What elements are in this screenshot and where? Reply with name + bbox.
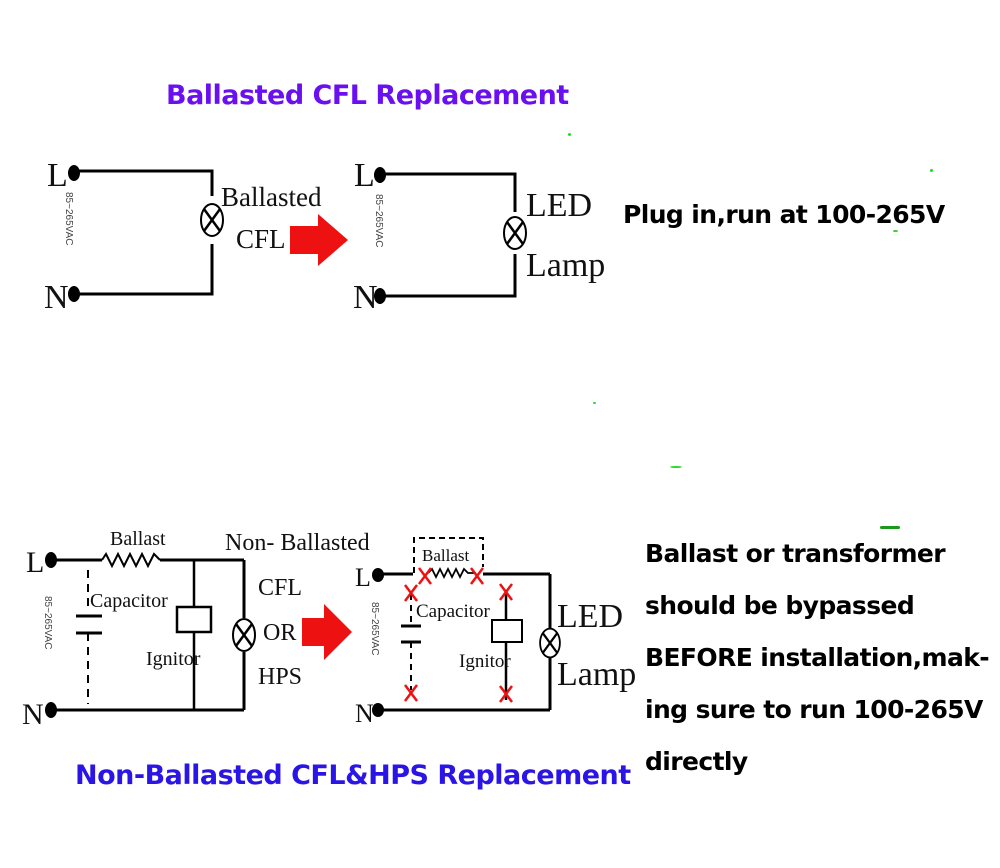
lamp-label: Lamp	[526, 247, 605, 284]
circuit-nonballasted-after: L N 85~265VAC Ballast Capacitor Ignitor …	[355, 537, 636, 728]
bypass-note-line: directly	[645, 747, 748, 776]
terminal-l-label: L	[354, 157, 375, 194]
speck	[568, 133, 571, 136]
terminal-l-label: L	[47, 157, 68, 194]
ignitor-label: Ignitor	[146, 648, 201, 670]
ignitor-label: Ignitor	[459, 651, 511, 672]
plug-in-note: Plug in,run at 100-265V	[623, 200, 945, 229]
lamp-label: Non- Ballasted	[225, 530, 370, 556]
terminal-n-label: N	[44, 279, 69, 316]
circuit-ballasted-before: L N 85~265VAC Ballasted CFL	[44, 157, 322, 316]
lamp-label: Lamp	[557, 656, 636, 693]
speck	[593, 402, 596, 404]
voltage-label: 85~265VAC	[373, 194, 384, 247]
bypass-note-line: ing sure to run 100-265V	[645, 695, 983, 724]
terminal-n-dot	[68, 286, 80, 302]
terminal-n-dot	[374, 288, 386, 304]
terminal-n-dot	[372, 703, 384, 717]
speck	[670, 466, 682, 468]
terminal-n-label: N	[353, 279, 378, 316]
terminal-n-dot	[45, 702, 57, 718]
terminal-n-label: N	[22, 698, 44, 731]
voltage-label: 85~265VAC	[42, 596, 53, 649]
circuit-nonballasted-before: L N 85~265VAC Ballast Capacitor Ignitor …	[22, 528, 370, 731]
ballasted-cfl-title: Ballasted CFL Replacement	[166, 80, 569, 111]
bypass-note-line: Ballast or transformer	[645, 539, 946, 568]
speck	[930, 169, 933, 172]
ignitor-icon	[175, 605, 213, 634]
speck	[880, 526, 900, 529]
lamp-label: CFL	[236, 224, 286, 254]
lamp-label: LED	[557, 598, 623, 635]
lamp-label: LED	[526, 187, 592, 224]
circuit-ballasted-after: L N 85~265VAC LED Lamp	[353, 157, 605, 316]
lamp-label: OR	[263, 620, 296, 646]
cut-mark-icon	[469, 566, 485, 586]
lamp-icon	[231, 617, 257, 653]
lamp-icon	[199, 202, 225, 238]
terminal-l-dot	[372, 568, 384, 582]
wire-live	[78, 169, 214, 196]
lamp-label: CFL	[258, 575, 302, 601]
wire-neutral	[78, 244, 214, 296]
capacitor-label: Capacitor	[416, 601, 491, 622]
terminal-l-dot	[374, 167, 386, 183]
bypass-note-line: BEFORE installation,mak-	[645, 643, 990, 672]
arrow-right-icon	[290, 214, 348, 266]
bypass-note: Ballast or transformer should be bypasse…	[645, 528, 990, 788]
terminal-l-dot	[68, 165, 80, 181]
non-ballasted-title: Non-Ballasted CFL&HPS Replacement	[75, 760, 631, 791]
speck	[893, 230, 898, 232]
voltage-label: 85~265VAC	[63, 192, 74, 245]
arrow-right-icon	[302, 604, 352, 660]
terminal-l-label: L	[355, 563, 371, 592]
ignitor-icon	[491, 619, 523, 643]
terminal-l-label: L	[26, 546, 44, 579]
voltage-label: 85~265VAC	[369, 602, 380, 655]
lamp-icon	[502, 215, 528, 251]
lamp-label: Ballasted	[221, 182, 322, 212]
ballast-resistor-icon	[101, 551, 161, 569]
wire-neutral	[384, 254, 517, 298]
ballast-label: Ballast	[422, 546, 469, 565]
cut-mark-icon	[417, 566, 433, 586]
wire-live	[384, 172, 517, 212]
terminal-n-label: N	[355, 699, 374, 728]
ballast-label: Ballast	[110, 528, 166, 550]
lamp-label: HPS	[258, 664, 302, 690]
bypass-note-line: should be bypassed	[645, 591, 915, 620]
ballast-resistor-icon	[427, 566, 476, 580]
capacitor-label: Capacitor	[90, 590, 168, 612]
terminal-l-dot	[45, 552, 57, 568]
